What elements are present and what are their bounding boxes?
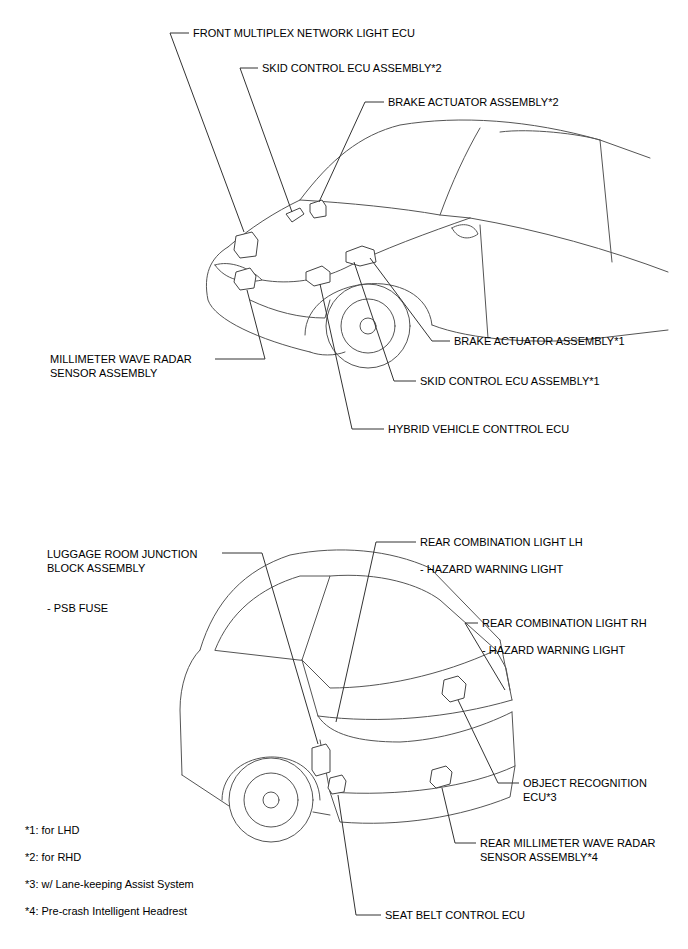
part-name: FRONT MULTIPLEX NETWORK LIGHT ECU: [193, 26, 415, 40]
leader-line: [338, 795, 381, 915]
footnote: *4: Pre-crash Intelligent Headrest: [25, 904, 187, 918]
leader-line: [320, 284, 384, 429]
part-note: - HAZARD WARNING LIGHT: [420, 562, 563, 576]
part-name: BRAKE ACTUATOR ASSEMBLY*2: [388, 95, 559, 109]
part-name: REAR MILLIMETER WAVE RADAR SENSOR ASSEMB…: [480, 836, 675, 864]
leader-line: [442, 788, 476, 843]
part-name: MILLIMETER WAVE RADAR SENSOR ASSEMBLY: [50, 352, 220, 380]
leader-line: [336, 542, 416, 722]
leader-line: [465, 623, 505, 690]
front-car: [206, 120, 668, 368]
part-name: REAR COMBINATION LIGHT LH: [420, 535, 583, 549]
part-name: BRAKE ACTUATOR ASSEMBLY*1: [454, 334, 625, 348]
part-name: OBJECT RECOGNITION ECU*3: [523, 776, 668, 804]
leader-line: [370, 258, 450, 341]
leader-line: [170, 33, 244, 232]
leader-line: [319, 102, 384, 202]
part-note: - PSB FUSE: [47, 601, 108, 615]
part-name: LUGGAGE ROOM JUNCTION BLOCK ASSEMBLY: [47, 547, 217, 575]
footnote: *1: for LHD: [25, 823, 79, 837]
footnote: *2: for RHD: [25, 850, 81, 864]
part-name: HYBRID VEHICLE CONTTROL ECU: [388, 422, 569, 436]
footnote: *3: w/ Lane-keeping Assist System: [25, 877, 194, 891]
leader-line: [215, 290, 265, 359]
rear-parts: [312, 676, 466, 794]
part-note: - HAZARD WARNING LIGHT: [482, 643, 625, 657]
leader-line: [354, 262, 416, 381]
part-name: REAR COMBINATION LIGHT RH: [482, 616, 647, 630]
leader-line: [458, 700, 519, 783]
part-name: SEAT BELT CONTROL ECU: [385, 908, 525, 922]
part-name: SKID CONTROL ECU ASSEMBLY*2: [262, 61, 442, 75]
rear-car: [180, 550, 515, 842]
front-parts: [234, 200, 376, 290]
part-name: SKID CONTROL ECU ASSEMBLY*1: [420, 374, 600, 388]
leader-line: [222, 553, 318, 744]
leader-line: [240, 68, 292, 212]
